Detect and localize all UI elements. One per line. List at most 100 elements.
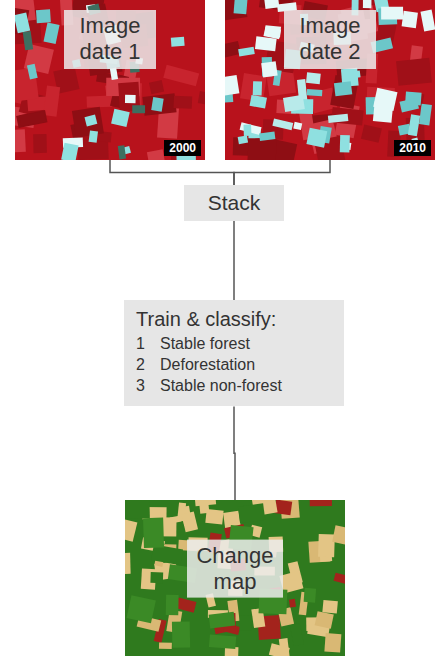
land-patch (332, 525, 345, 544)
land-patch (15, 12, 30, 33)
land-patch (132, 105, 145, 113)
land-patch (234, 0, 248, 14)
land-patch (396, 58, 432, 86)
land-patch (225, 94, 233, 103)
land-patch (151, 97, 163, 112)
land-patch (166, 595, 179, 615)
land-patch (84, 115, 97, 127)
land-patch (408, 114, 420, 136)
land-patch (149, 80, 164, 94)
land-patch (315, 611, 334, 629)
land-patch (15, 129, 26, 152)
map-label: Change map (187, 539, 283, 598)
year-tag: 2010 (394, 140, 431, 156)
image-box: Image date 12000 (15, 0, 205, 160)
land-patch (289, 599, 296, 608)
land-patch (324, 633, 341, 652)
land-patch (238, 135, 248, 144)
land-patch (16, 110, 47, 128)
land-patch (33, 134, 47, 153)
land-patch (272, 119, 293, 131)
list-number: 2 (136, 355, 160, 376)
process-box: Stack (184, 185, 285, 221)
land-patch (176, 597, 197, 612)
land-patch (209, 634, 236, 649)
list-row: 2Deforestation (136, 355, 332, 376)
list-heading: Train & classify: (136, 308, 332, 331)
land-patch (87, 96, 113, 108)
land-patch (125, 518, 137, 542)
list-number: 3 (136, 376, 160, 397)
land-patch (244, 124, 252, 136)
connector (234, 406, 235, 500)
land-patch (402, 11, 418, 28)
process-label: Stack (184, 185, 285, 221)
land-patch (225, 75, 239, 95)
land-patch (19, 112, 45, 126)
land-patch (269, 643, 290, 656)
class-name: Deforestation (160, 355, 255, 376)
satellite-image (225, 0, 435, 160)
land-patch (147, 149, 165, 160)
land-patch (44, 22, 60, 44)
land-patch (209, 612, 236, 629)
land-patch (255, 36, 277, 51)
land-patch (23, 31, 33, 50)
land-patch (373, 88, 397, 111)
land-patch (125, 500, 150, 519)
class-name: Stable forest (160, 334, 250, 355)
land-patch (72, 107, 104, 138)
land-patch (259, 132, 275, 141)
land-patch (306, 72, 321, 84)
land-patch (150, 572, 163, 583)
land-patch (239, 616, 252, 631)
land-patch (322, 600, 338, 614)
land-patch (89, 130, 98, 142)
image-box: Image date 22010 (225, 0, 435, 160)
land-patch (261, 61, 277, 77)
land-patch (265, 25, 282, 37)
land-patch (399, 98, 418, 113)
image-label: Image date 1 (64, 10, 156, 69)
land-patch (238, 503, 265, 523)
change-map-image (125, 500, 345, 656)
land-patch (318, 534, 335, 557)
land-patch (127, 595, 156, 623)
land-patch (340, 135, 350, 153)
land-patch (293, 122, 302, 130)
list-row: 1Stable forest (136, 334, 332, 355)
connector (233, 221, 235, 300)
land-patch (274, 500, 292, 515)
land-patch (198, 91, 205, 105)
land-patch (307, 89, 323, 96)
map-box: Change map (125, 500, 345, 656)
land-patch (310, 500, 332, 506)
land-patch (283, 95, 305, 112)
connector (110, 160, 234, 185)
land-patch (238, 47, 255, 57)
land-patch (27, 64, 38, 80)
class-list-box: Train & classify: 1Stable forest2Deforest… (124, 300, 344, 406)
land-patch (328, 114, 349, 123)
class-name: Stable non-forest (160, 376, 282, 397)
land-patch (250, 95, 267, 109)
land-patch (172, 622, 190, 648)
land-patch (171, 37, 185, 47)
land-patch (381, 7, 403, 20)
satellite-image (15, 0, 205, 160)
land-patch (334, 573, 345, 584)
land-patch (118, 145, 126, 159)
land-patch (125, 95, 136, 104)
land-patch (159, 642, 172, 649)
land-patch (304, 588, 316, 603)
land-patch (253, 81, 262, 95)
land-patch (142, 93, 176, 116)
land-patch (363, 0, 372, 8)
land-patch (36, 9, 51, 23)
connector (234, 160, 330, 185)
land-patch (143, 518, 164, 549)
land-patch (420, 10, 435, 32)
list-number: 1 (136, 334, 160, 355)
